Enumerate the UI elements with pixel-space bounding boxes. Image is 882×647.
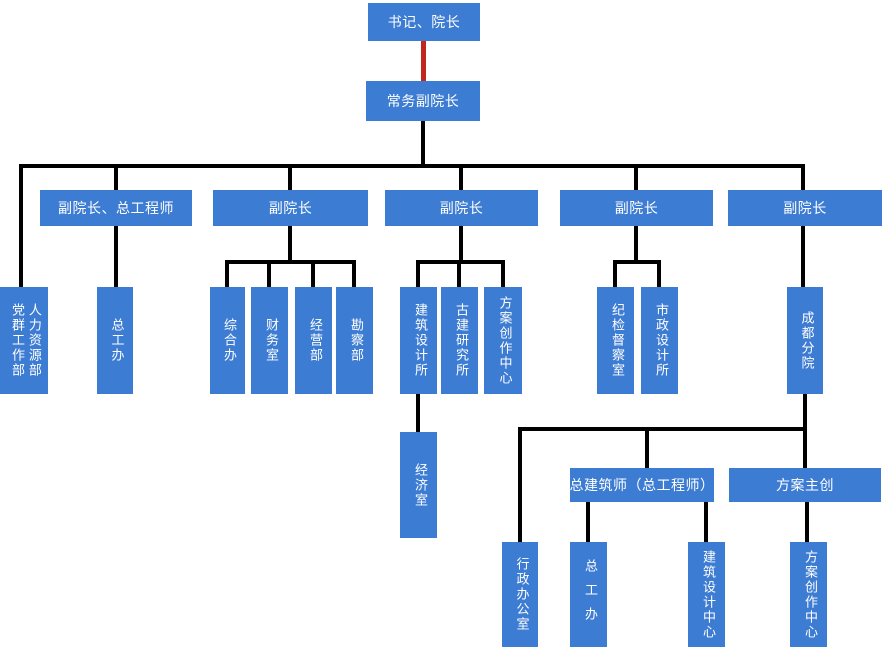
node-operations-dept: 经营部 bbox=[295, 287, 332, 394]
node-ancient-architecture-research-institute: 古建研究所 bbox=[441, 287, 478, 394]
connector-drop-admin-office bbox=[518, 427, 522, 542]
node-chengdu-branch: 成都分院 bbox=[787, 287, 823, 394]
node-party-masses-hr-dept: 党群工作部 人力资源部 bbox=[0, 287, 48, 394]
connector-drop-general-affairs bbox=[225, 260, 229, 287]
connector-architect-to-design-center bbox=[704, 502, 708, 542]
connector-drop-vp-ce bbox=[114, 166, 118, 190]
connector-drop-party-hr bbox=[19, 164, 23, 287]
node-chief-engineer-office-branch: 总工办 bbox=[570, 542, 607, 647]
connector-chengdu-stem bbox=[803, 394, 807, 430]
node-scheme-director: 方案主创 bbox=[729, 468, 881, 502]
node-economy-office: 经济室 bbox=[400, 432, 437, 538]
node-vice-president-4: 副院长 bbox=[728, 190, 882, 226]
connector-drop-vp3 bbox=[634, 166, 638, 190]
node-finance-office: 财务室 bbox=[251, 287, 288, 394]
node-municipal-design-institute: 市政设计所 bbox=[641, 287, 678, 394]
node-chief-engineer-office: 总工办 bbox=[97, 287, 133, 394]
connector-drop-operations bbox=[311, 260, 315, 287]
connector-drop-arch-design bbox=[416, 260, 420, 287]
node-scheme-creation-center: 方案创作中心 bbox=[484, 287, 522, 394]
connector-chengdu-bus bbox=[518, 427, 807, 431]
connector-drop-vp4 bbox=[801, 166, 805, 190]
node-discipline-inspection-supervision-office: 纪检督察室 bbox=[597, 287, 634, 394]
connector-drop-discipline bbox=[613, 260, 617, 287]
node-chief-architect: 总建筑师（总工程师） bbox=[570, 468, 714, 502]
connector-arch-to-economy bbox=[416, 394, 420, 432]
red-connector bbox=[421, 41, 426, 81]
connector-vp1-stem bbox=[288, 226, 292, 264]
node-admin-office: 行政办公室 bbox=[502, 542, 538, 647]
connector-drop-scheme-center bbox=[501, 260, 505, 287]
connector-drop-chief-architect bbox=[645, 427, 649, 468]
node-general-affairs-office: 综合办 bbox=[210, 287, 245, 394]
connector-vp1-bus bbox=[225, 260, 356, 264]
node-survey-dept: 勘察部 bbox=[336, 287, 373, 394]
connector-vp3-bus bbox=[613, 260, 661, 264]
connector-vp4-to-chengdu bbox=[801, 226, 805, 287]
connector-drop-survey bbox=[352, 260, 356, 287]
connector-vpce-to-office bbox=[114, 226, 118, 287]
node-vice-president-chief-engineer: 副院长、总工程师 bbox=[40, 190, 192, 226]
connector-drop-ancient-arch bbox=[457, 260, 461, 287]
node-architectural-design-institute: 建筑设计所 bbox=[400, 287, 437, 394]
node-architectural-design-center: 建筑设计中心 bbox=[688, 542, 725, 647]
connector-drop-finance bbox=[267, 260, 271, 287]
connector-vp3-stem bbox=[634, 226, 638, 264]
connector-vp2-stem bbox=[459, 226, 463, 264]
connector-trunk bbox=[421, 121, 425, 166]
node-executive-vice-president: 常务副院长 bbox=[366, 81, 480, 121]
connector-drop-vp1 bbox=[288, 166, 292, 190]
connector-drop-municipal bbox=[657, 260, 661, 287]
node-scheme-creation-center-branch: 方案创作中心 bbox=[790, 542, 827, 647]
node-secretary-president: 书记、院长 bbox=[368, 3, 480, 41]
connector-main-bus bbox=[19, 164, 805, 168]
connector-drop-scheme-director bbox=[803, 427, 807, 468]
connector-architect-to-ce-office bbox=[586, 502, 590, 542]
node-vice-president-1: 副院长 bbox=[213, 190, 368, 226]
connector-director-to-creation-center bbox=[805, 502, 809, 542]
connector-drop-vp2 bbox=[459, 166, 463, 190]
node-vice-president-2: 副院长 bbox=[385, 190, 538, 226]
node-vice-president-3: 副院长 bbox=[560, 190, 713, 226]
